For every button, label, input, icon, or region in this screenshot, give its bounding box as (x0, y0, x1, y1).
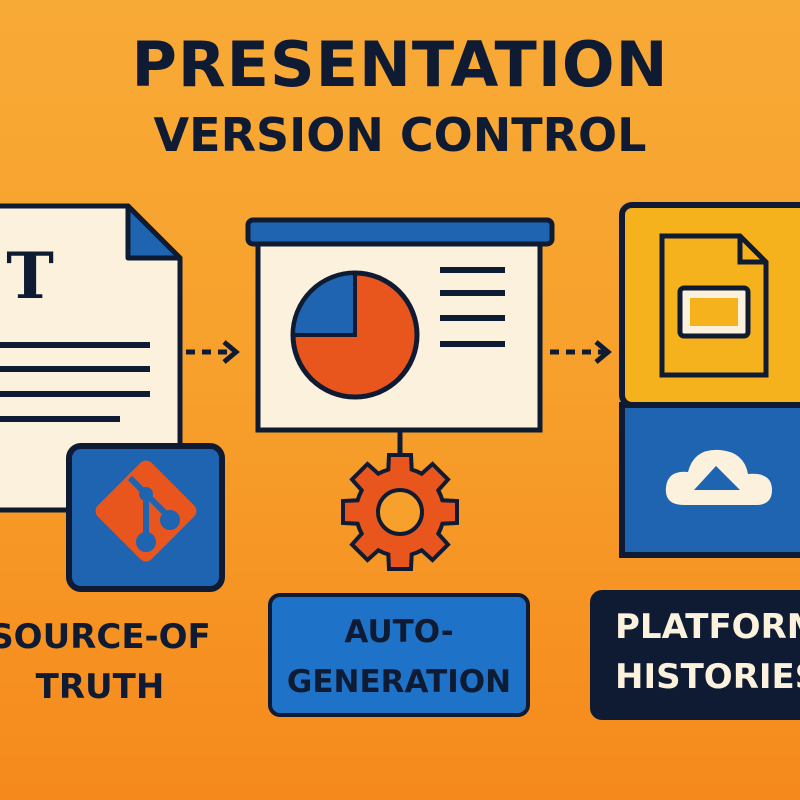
title-line-2: VERSION CONTROL (153, 108, 647, 162)
svg-text:T: T (6, 239, 54, 314)
label-line: AUTO- (344, 614, 454, 650)
label-source-of-truth: SOURCE-OF TRUTH (0, 612, 230, 712)
gear-icon (341, 453, 459, 571)
slides-file-icon (659, 233, 769, 378)
label-line: PLATFORM (615, 607, 800, 647)
label-auto-generation: AUTO- GENERATION (268, 593, 530, 717)
label-line: SOURCE-OF (0, 617, 211, 657)
arrow-right-icon (186, 340, 240, 364)
cloud-icon (665, 449, 772, 505)
platform-panel (619, 202, 800, 558)
label-platform-histories: PLATFORM HISTORIES (590, 590, 800, 720)
document-icon: T (0, 203, 183, 513)
label-line: HISTORIES (615, 657, 800, 697)
presentation-board-icon (245, 217, 555, 462)
pie-chart-icon (290, 270, 420, 400)
arrow-right-icon (550, 340, 612, 364)
label-line: TRUTH (35, 667, 165, 707)
git-icon (66, 443, 225, 592)
label-line: GENERATION (286, 664, 512, 700)
title-line-1: PRESENTATION (131, 28, 669, 101)
